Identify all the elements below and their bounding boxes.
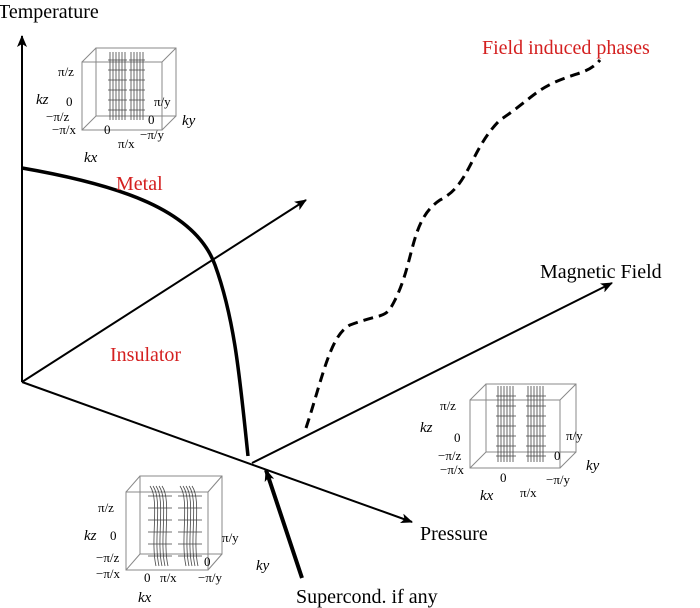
insulator-region-label: Insulator (110, 344, 181, 366)
inset2-ky-label: ky (586, 458, 600, 474)
inset3-kz-min: −π/z (96, 550, 120, 565)
fermi-surface-inset-bottom: π/z kz 0 −π/z −π/x 0 π/x kx π/y 0 ky −π/… (84, 475, 270, 606)
inset2-kz-max: π/z (440, 398, 456, 413)
inset2-ky-zero: 0 (554, 448, 561, 463)
inset2-ky-max: π/y (566, 428, 583, 443)
inset3-kx-zero: 0 (144, 570, 151, 585)
inset1-kx-label: kx (84, 150, 98, 166)
inset1-ky-max: π/y (154, 94, 171, 109)
metal-region-label: Metal (116, 173, 163, 195)
inset1-kz-min: −π/z (46, 109, 70, 124)
inset3-ky-min: −π/y (198, 570, 223, 585)
inset3-kx-min: −π/x (96, 566, 121, 581)
inset1-ky-zero: 0 (148, 112, 155, 127)
fermi-surface-inset-right: π/z kz 0 −π/z −π/x 0 π/x kx π/y 0 ky −π/… (420, 383, 600, 504)
inset2-kx-min: −π/x (440, 462, 465, 477)
inset2-kz-label: kz (420, 420, 433, 436)
inset1-kx-max: π/x (118, 136, 135, 151)
pressure-axis-label: Pressure (420, 523, 488, 545)
inset1-kx-min: −π/x (52, 122, 77, 137)
inset2-kx-zero: 0 (500, 470, 507, 485)
inset1-kz-label: kz (36, 92, 49, 108)
temperature-axis-label: Temperature (0, 1, 99, 23)
metal-insulator-boundary (21, 166, 250, 457)
magnetic-field-axis (251, 282, 613, 464)
field-induced-boundary (304, 59, 602, 429)
inset1-ky-min: −π/y (140, 127, 165, 142)
inset2-kx-max: π/x (520, 485, 537, 500)
inset3-kz-zero: 0 (110, 528, 117, 543)
pressure-axis (21, 381, 413, 523)
fermi-surface-inset-top: π/z kz 0 −π/z −π/x 0 π/x kx π/y 0 ky −π/… (36, 47, 196, 166)
inset1-kx-zero: 0 (104, 122, 111, 137)
inset1-ky-label: ky (182, 113, 196, 129)
supercond-label: Supercond. if any (296, 586, 438, 608)
magnetic-field-axis-label: Magnetic Field (540, 261, 662, 283)
background-axis (21, 199, 307, 383)
inset1-kz-zero: 0 (66, 94, 73, 109)
inset1-kz-max: π/z (58, 64, 74, 79)
field-induced-phases-label: Field induced phases (482, 37, 650, 59)
inset3-ky-label: ky (256, 558, 270, 574)
inset2-kx-label: kx (480, 488, 494, 504)
inset3-kz-label: kz (84, 528, 97, 544)
inset3-ky-max: π/y (222, 530, 239, 545)
inset2-kz-min: −π/z (438, 448, 462, 463)
inset2-kz-zero: 0 (454, 430, 461, 445)
inset3-kx-max: π/x (160, 570, 177, 585)
inset2-ky-min: −π/y (546, 472, 571, 487)
supercond-arrow (264, 469, 304, 579)
inset3-kz-max: π/z (98, 500, 114, 515)
inset3-kx-label: kx (138, 590, 152, 606)
inset3-ky-zero: 0 (204, 554, 211, 569)
